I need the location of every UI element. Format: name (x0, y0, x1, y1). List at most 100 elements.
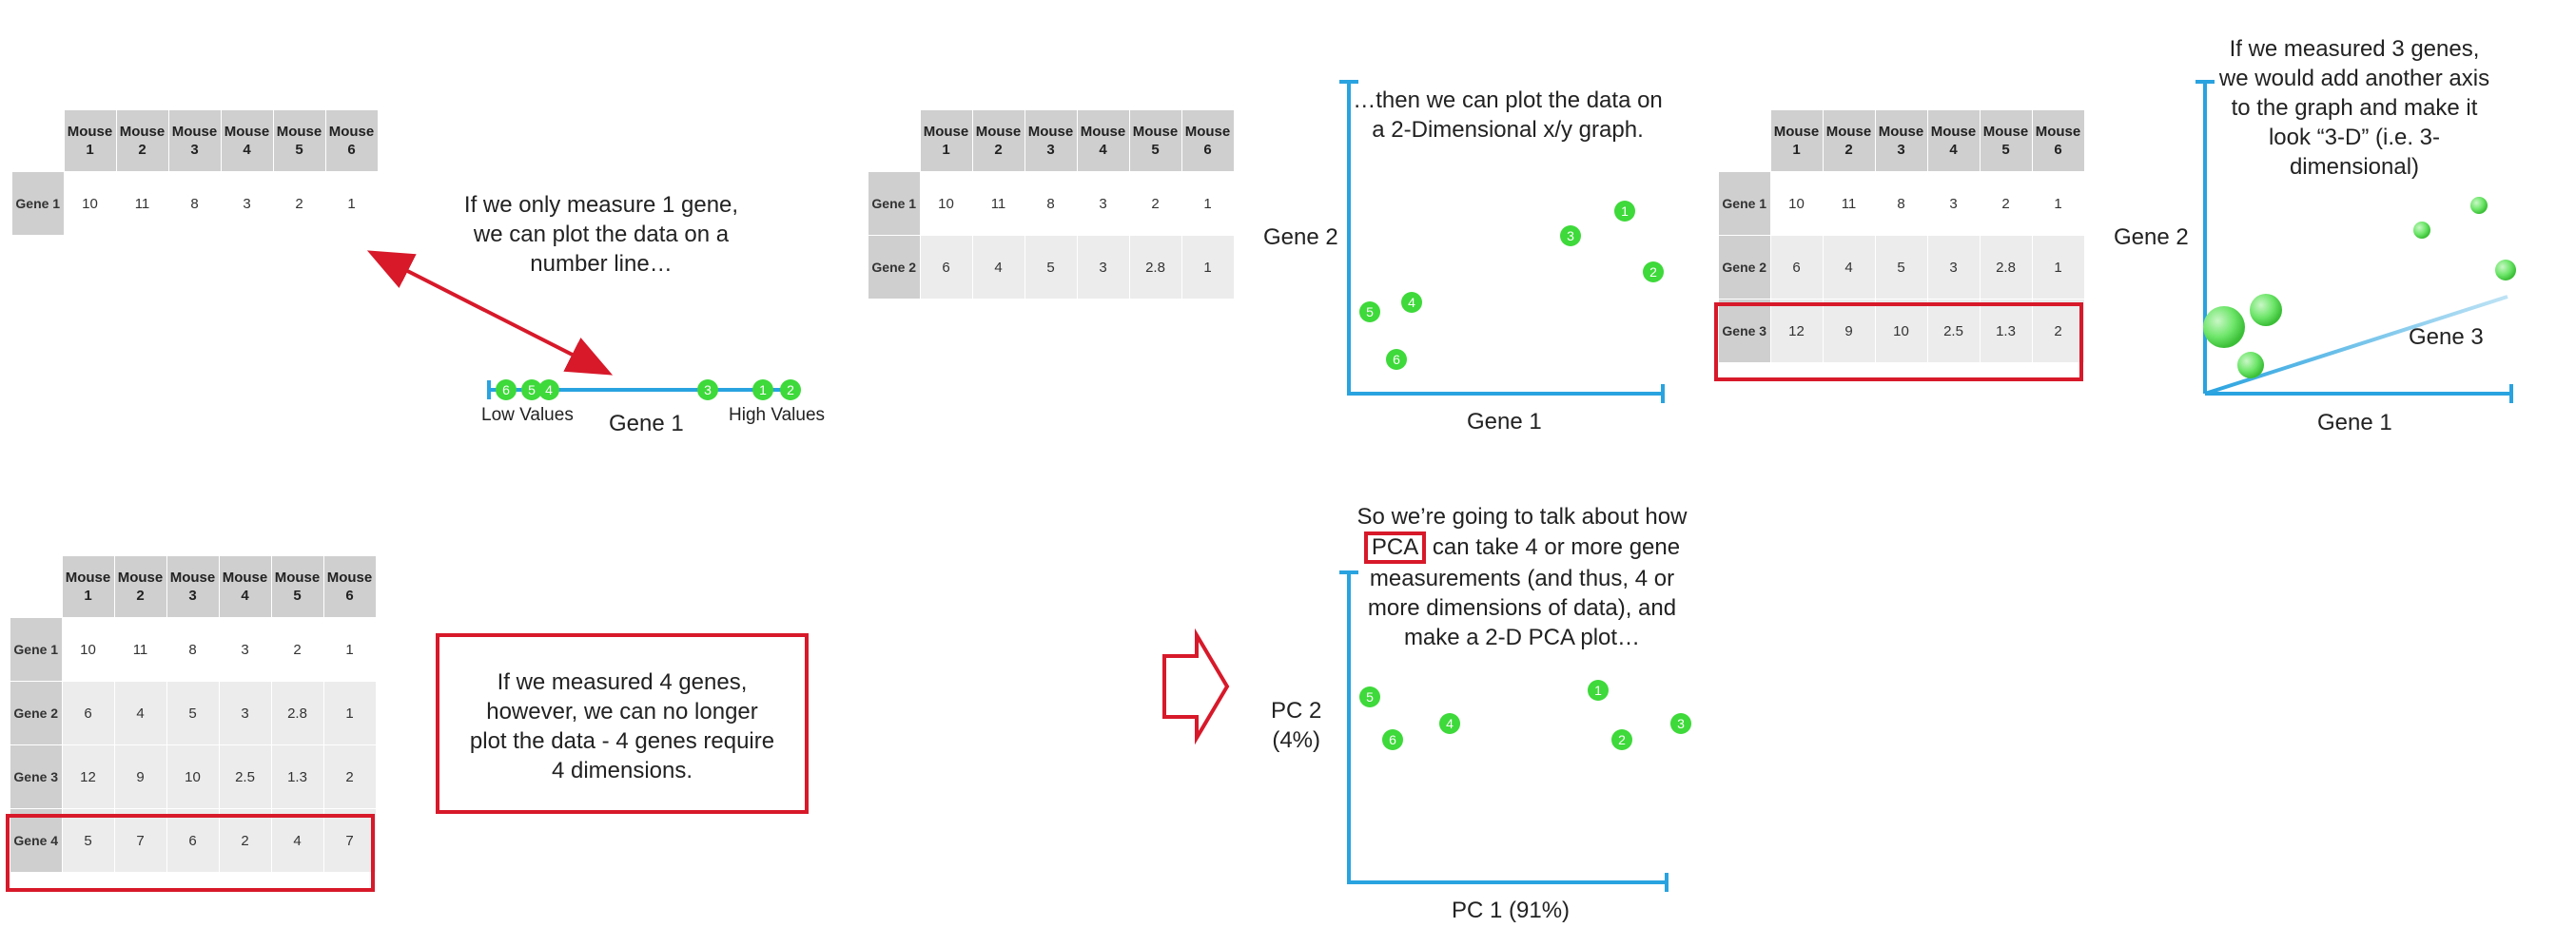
table-cell: 10 (63, 171, 117, 236)
next-step-arrow-icon (1162, 628, 1230, 745)
table-cell: 1 (322, 681, 377, 745)
four-genes-callout: If we measured 4 genes, however, we can … (436, 633, 809, 814)
pca-axes (1347, 572, 1667, 884)
gene-row-header: Gene 3 (1718, 299, 1771, 363)
mouse-column-header: Mouse 3 (167, 109, 222, 172)
table-cell: 2.8 (1979, 235, 2033, 300)
table-cell: 1 (2031, 235, 2085, 300)
table-cell: 2 (2031, 299, 2085, 363)
scatter-point (1643, 261, 1664, 282)
table-cell: 8 (1874, 171, 1928, 236)
table-cell: 6 (61, 681, 115, 745)
table-cell: 7 (322, 808, 377, 873)
table-cell: 10 (166, 744, 220, 809)
table-cell: 4 (1822, 235, 1876, 300)
gene-row-header: Gene 4 (10, 808, 63, 873)
table-cell: 12 (61, 744, 115, 809)
number-line-axis-label: Gene 1 (609, 411, 684, 436)
table-cell: 8 (1024, 171, 1078, 236)
pca-y-axis-label: PC 2 (4%) (1271, 698, 1322, 753)
table-cell: 6 (1769, 235, 1824, 300)
mouse-column-header: Mouse 1 (1769, 109, 1824, 172)
mouse-column-header: Mouse 4 (1926, 109, 1981, 172)
number-line-point-label: 3 (704, 382, 712, 397)
sphere-point (2413, 222, 2430, 239)
table-cell: 6 (919, 235, 973, 300)
table-cell: 1 (1181, 171, 1235, 236)
scatter-point (1560, 225, 1581, 246)
table-cell: 6 (166, 808, 220, 873)
caption-pca-intro: So we’re going to talk about how (1356, 504, 1688, 530)
table-cell: 1 (1181, 235, 1235, 300)
table-cell: 3 (1076, 171, 1130, 236)
table-cell: 2.8 (270, 681, 324, 745)
mouse-column-header: Mouse 4 (218, 555, 272, 618)
table-cell: 3 (220, 171, 274, 236)
pca-point (1439, 713, 1460, 734)
table-cell: 5 (166, 681, 220, 745)
sphere-point (2203, 306, 2245, 348)
pca-point-label: 4 (1446, 716, 1454, 731)
table-cell: 11 (1822, 171, 1876, 236)
mouse-column-header: Mouse 5 (1128, 109, 1182, 172)
scatter-point (1359, 301, 1380, 322)
table-cell: 12 (1769, 299, 1824, 363)
scatter-point-label: 3 (1567, 228, 1574, 243)
sphere-point (2250, 294, 2282, 326)
scatter-point-label: 4 (1408, 295, 1415, 310)
number-line-point-label: 2 (787, 382, 794, 397)
mouse-column-header: Mouse 1 (919, 109, 973, 172)
mouse-column-header: Mouse 1 (63, 109, 117, 172)
table-cell: 4 (971, 235, 1025, 300)
mouse-column-header: Mouse 6 (2031, 109, 2085, 172)
mouse-column-header: Mouse 6 (1181, 109, 1235, 172)
table-corner (1719, 110, 1771, 172)
table-cell: 4 (113, 681, 167, 745)
pca-point (1588, 680, 1609, 701)
gene-row-header: Gene 1 (1718, 171, 1771, 236)
caption-3d-graph: If we measured 3 genes, we would add ano… (2218, 36, 2490, 180)
table-cell: 7 (113, 808, 167, 873)
panel3-z-axis-label: Gene 3 (2409, 324, 2484, 350)
number-line-point-label: 6 (502, 382, 510, 397)
mouse-column-header: Mouse 4 (1076, 109, 1130, 172)
sphere-point (2495, 260, 2516, 280)
table-cell: 3 (218, 681, 272, 745)
table-cell: 10 (1769, 171, 1824, 236)
mouse-column-header: Mouse 5 (1979, 109, 2033, 172)
number-line-point (697, 379, 718, 400)
caption-pca-keyword: PCA (1363, 531, 1427, 564)
gene-row-header: Gene 1 (10, 617, 63, 682)
panel3-x-axis-label: Gene 1 (2317, 410, 2392, 435)
pca-x-axis-label: PC 1 (91%) (1452, 898, 1571, 923)
mouse-column-header: Mouse 5 (272, 109, 326, 172)
table-cell: 1 (2031, 171, 2085, 236)
mouse-column-header: Mouse 2 (971, 109, 1025, 172)
table-cell: 10 (61, 617, 115, 682)
table-cell: 9 (113, 744, 167, 809)
table-cell: 5 (1874, 235, 1928, 300)
number-line-point-label: 1 (759, 382, 767, 397)
table-cell: 10 (919, 171, 973, 236)
mouse-column-header: Mouse 5 (270, 555, 324, 618)
table-cell: 11 (113, 617, 167, 682)
table-cell: 5 (61, 808, 115, 873)
mouse-column-header: Mouse 3 (1874, 109, 1928, 172)
scatter-point-label: 1 (1621, 203, 1629, 219)
caption-number-line: If we only measure 1 gene, we can plot t… (463, 192, 739, 277)
table-cell: 2 (1979, 171, 2033, 236)
table-to-line-arrow (366, 250, 614, 376)
table-cell: 11 (115, 171, 169, 236)
table-cell: 3 (218, 617, 272, 682)
pca-point-label: 5 (1366, 689, 1374, 705)
scatter-point-label: 6 (1393, 352, 1400, 367)
table-cell: 3 (1076, 235, 1130, 300)
